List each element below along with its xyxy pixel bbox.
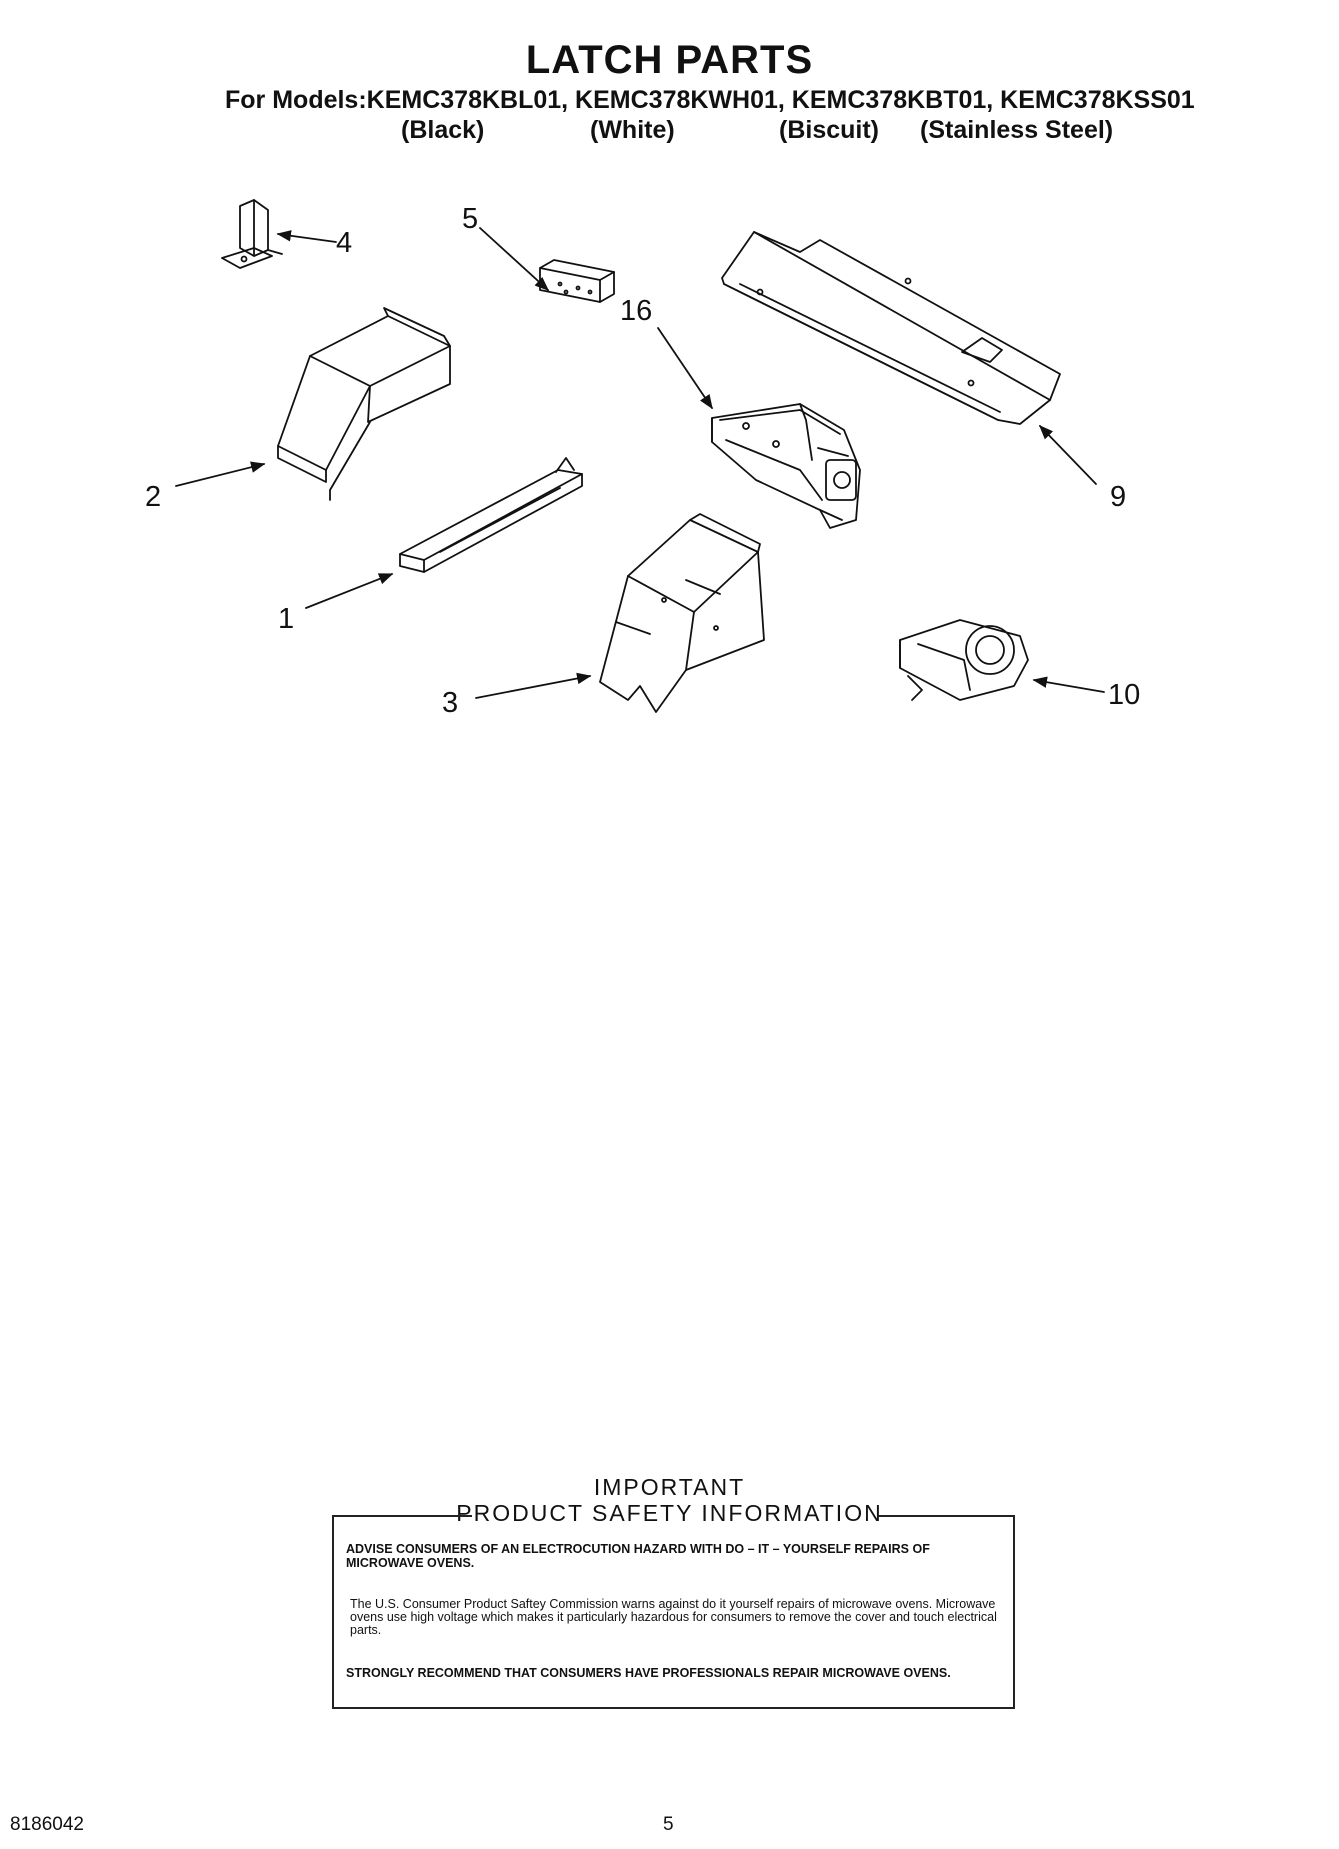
leader-1 xyxy=(305,573,394,609)
color-label-biscuit: (Biscuit) xyxy=(779,116,879,144)
callout-16: 16 xyxy=(620,295,652,327)
safety-recommend-text: STRONGLY RECOMMEND THAT CONSUMERS HAVE P… xyxy=(346,1666,951,1680)
part-1-strip xyxy=(399,457,583,573)
part-5-block xyxy=(539,259,615,303)
color-label-stainless: (Stainless Steel) xyxy=(920,116,1114,144)
safety-advise-text: ADVISE CONSUMERS OF AN ELECTROCUTION HAZ… xyxy=(346,1542,930,1570)
color-label-white: (White) xyxy=(590,116,675,144)
leader-10 xyxy=(1032,676,1105,693)
safety-heading-info: PRODUCT SAFETY INFORMATION xyxy=(456,1500,883,1526)
page-number: 5 xyxy=(663,1814,674,1835)
color-label-black: (Black) xyxy=(401,116,485,144)
leader-16 xyxy=(657,327,713,410)
models-line: For Models:KEMC378KBL01, KEMC378KWH01, K… xyxy=(225,86,1195,114)
safety-body-text: The U.S. Consumer Product Saftey Commiss… xyxy=(350,1597,997,1637)
leader-9 xyxy=(1038,424,1097,485)
callout-10: 10 xyxy=(1108,679,1140,711)
page-title: LATCH PARTS xyxy=(525,38,814,82)
part-4-bracket xyxy=(221,199,283,269)
part-2-shield xyxy=(277,307,451,501)
callout-2: 2 xyxy=(145,481,161,513)
document-number: 8186042 xyxy=(10,1814,84,1835)
safety-box xyxy=(332,1515,1015,1709)
safety-heading-important: IMPORTANT xyxy=(593,1474,746,1500)
callout-5: 5 xyxy=(462,203,478,235)
safety-box-top-right xyxy=(878,1515,1015,1517)
part-16-latch-assembly xyxy=(711,403,861,529)
callout-4: 4 xyxy=(336,227,352,259)
callout-3: 3 xyxy=(442,687,458,719)
callout-9: 9 xyxy=(1110,481,1126,513)
part-10-switch-holder xyxy=(899,619,1029,701)
leader-2 xyxy=(175,461,266,487)
safety-box-top-left xyxy=(332,1515,472,1517)
part-9-channel xyxy=(721,231,1061,425)
leader-5 xyxy=(479,227,550,291)
part-3-lower-shield xyxy=(599,513,765,713)
exploded-parts-diagram: 4 5 16 2 1 xyxy=(145,199,1140,719)
callout-1: 1 xyxy=(278,603,294,635)
leader-3 xyxy=(475,672,592,699)
leader-4 xyxy=(276,230,337,243)
